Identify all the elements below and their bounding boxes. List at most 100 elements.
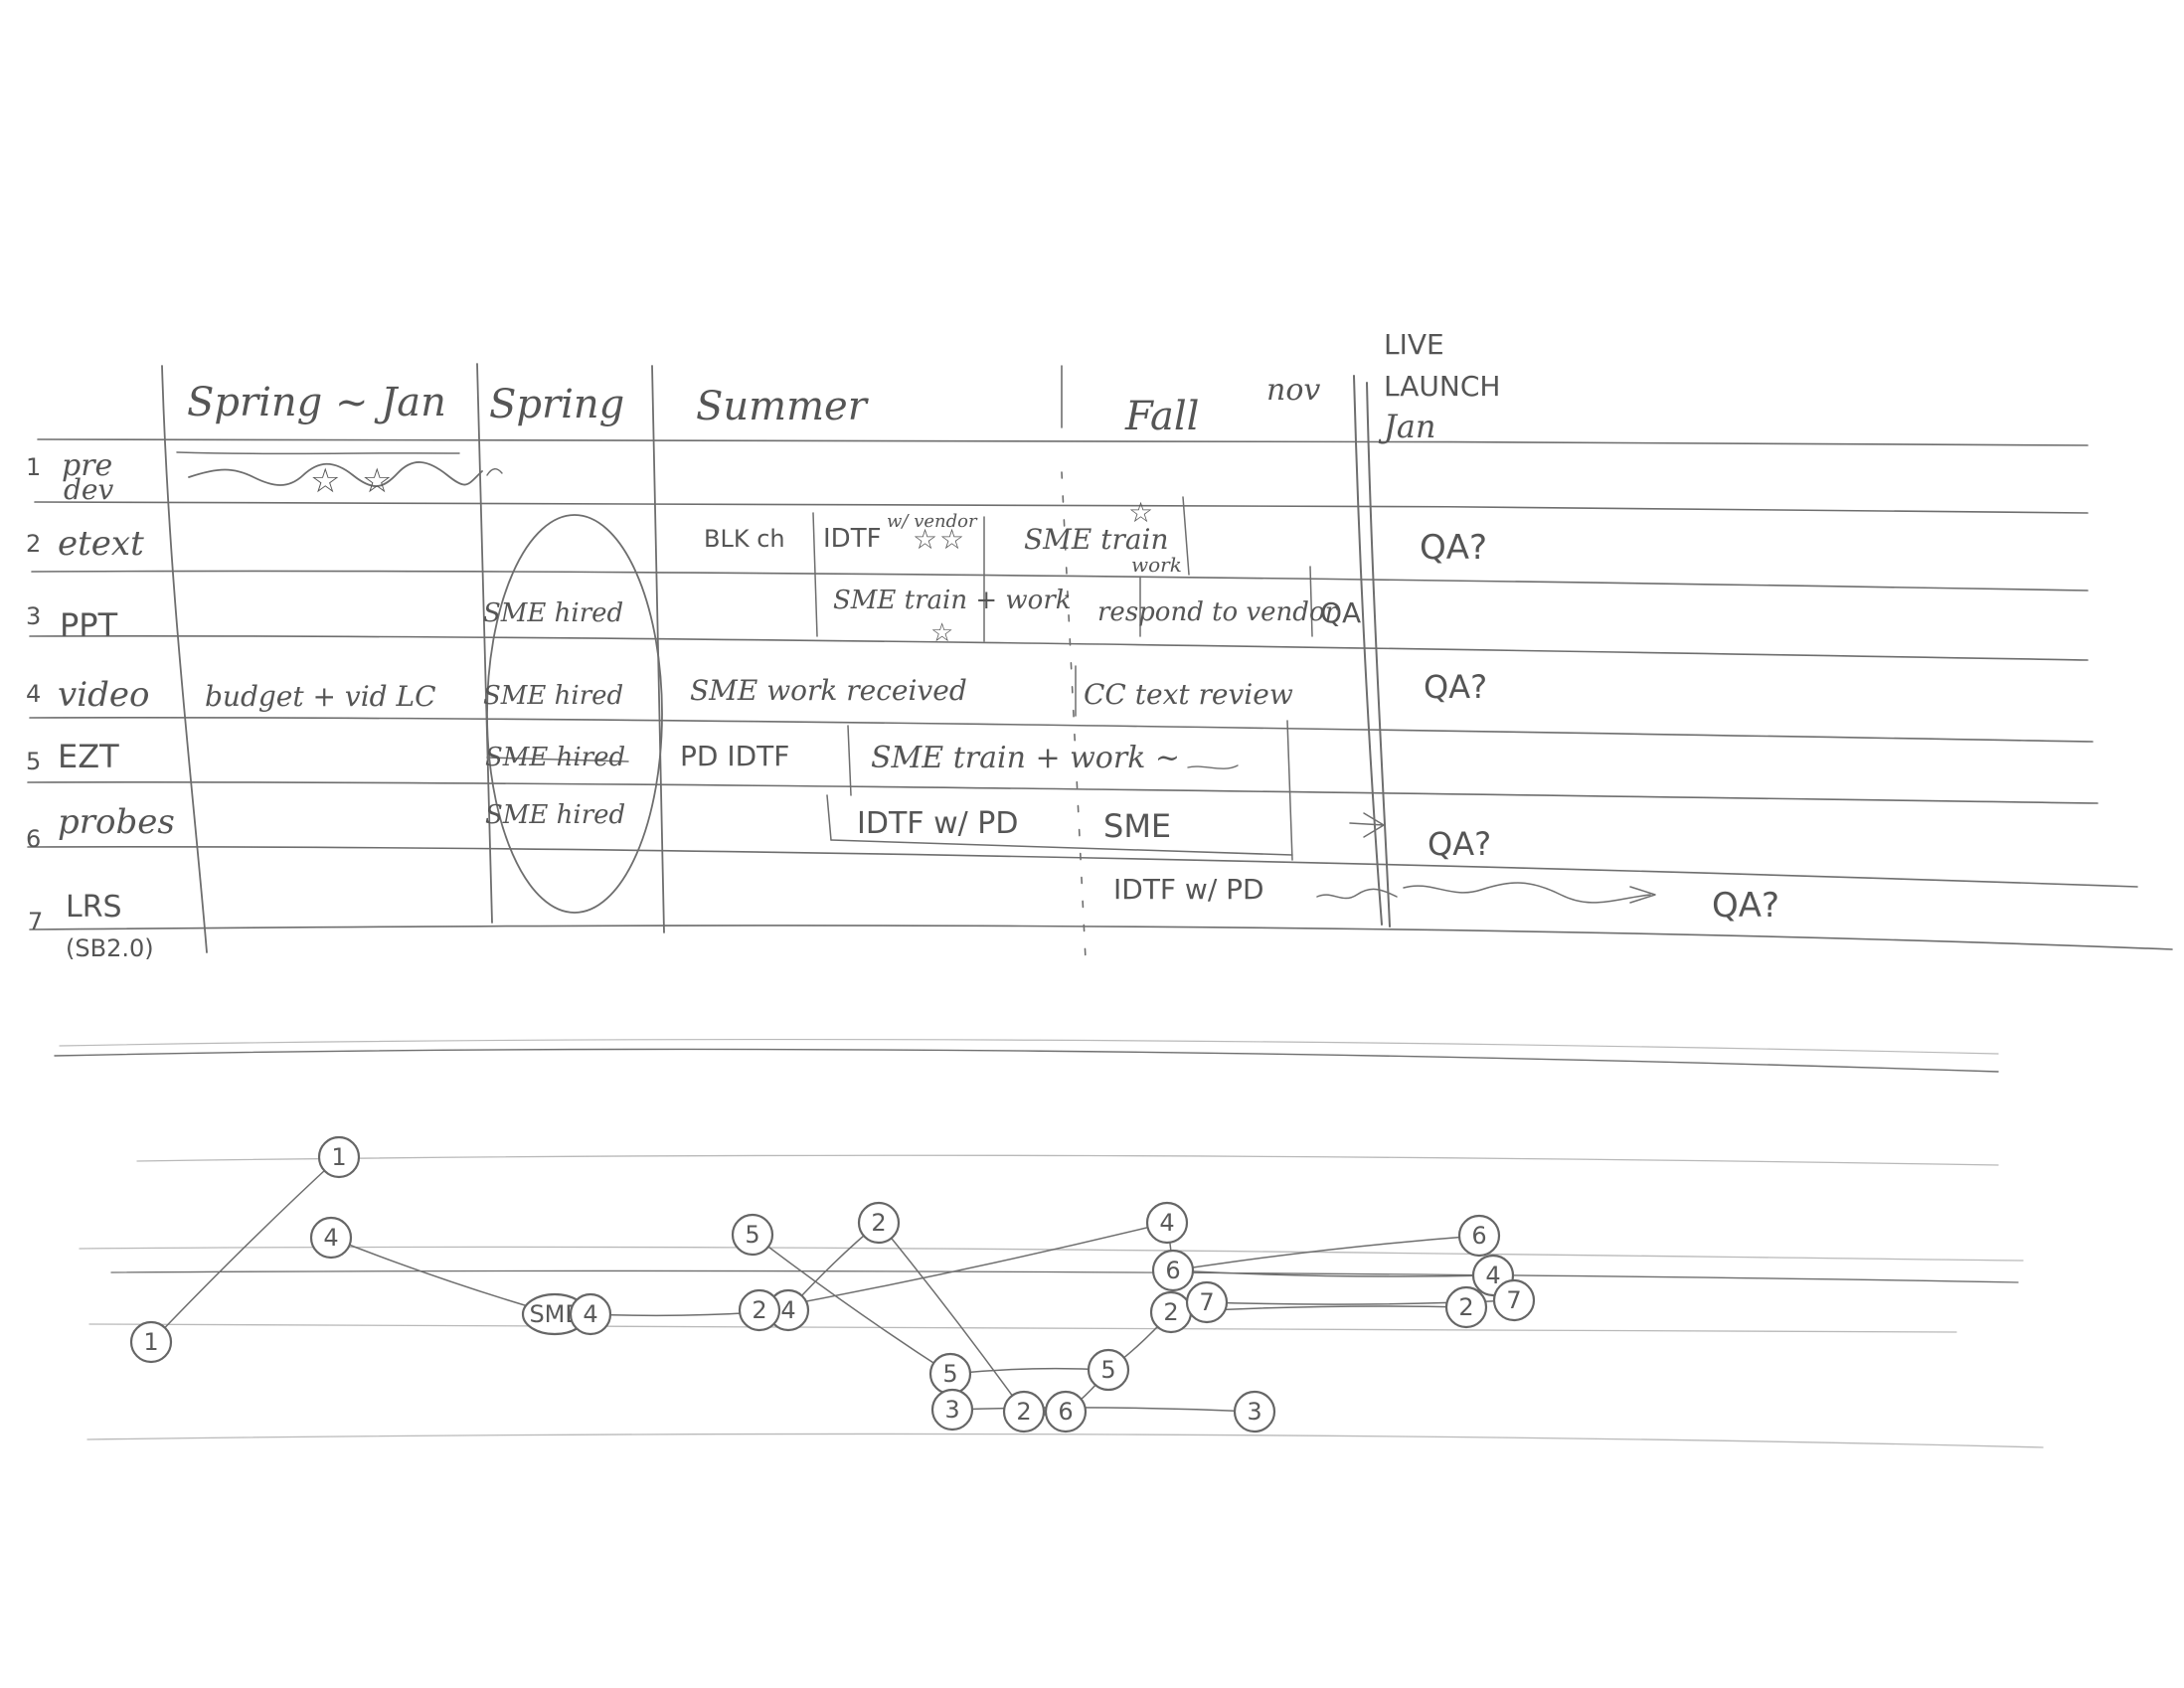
timeline-node: 4 bbox=[1145, 1201, 1189, 1245]
row-line-1 bbox=[34, 500, 2089, 514]
timeline-links bbox=[150, 1156, 1515, 1416]
timeline-node-label: 3 bbox=[944, 1396, 959, 1424]
timeline-node-circle bbox=[317, 1135, 361, 1179]
timeline-node: 7 bbox=[1185, 1280, 1229, 1324]
timeline-node-label: 7 bbox=[1199, 1288, 1214, 1316]
timeline-node: 5 bbox=[928, 1352, 972, 1396]
period-label-6: LAUNCH bbox=[1384, 370, 1500, 403]
timeline-node: 4 bbox=[766, 1288, 810, 1332]
cell-video-sme-work: SME work received bbox=[690, 674, 967, 707]
schedule-row-labels: 1 pre dev 2 etext 3 PPT 4 video 5 EZT 6 … bbox=[26, 448, 175, 962]
cell-etext-idtf: IDTF bbox=[823, 524, 882, 554]
box-line-j bbox=[830, 839, 1293, 856]
timeline-node-label: 6 bbox=[1165, 1257, 1180, 1284]
col-line-5 bbox=[1353, 375, 1383, 926]
cell-lrs-idtf-pd: IDTF w/ PD bbox=[1113, 873, 1264, 906]
col-line-1 bbox=[161, 365, 208, 953]
timeline-node: 3 bbox=[1233, 1390, 1276, 1434]
ezt-tilde bbox=[1187, 764, 1239, 769]
timeline-node-label: 1 bbox=[331, 1143, 346, 1171]
sme-hired-strike bbox=[486, 757, 629, 762]
timeline-node: 6 bbox=[1151, 1249, 1195, 1292]
timeline-node: 2 bbox=[1149, 1290, 1193, 1334]
cell-etext-blk: BLK ch bbox=[704, 525, 785, 553]
timeline-node-label: 4 bbox=[780, 1296, 795, 1324]
timeline-node: 3 bbox=[930, 1388, 974, 1432]
cell-probes-sme-hired: SME hired bbox=[485, 800, 625, 830]
star-icon-2: ☆ bbox=[362, 461, 392, 501]
lrs-arrow-head bbox=[1629, 886, 1656, 904]
star-icon-3: ☆ bbox=[913, 523, 937, 556]
cell-ppt-respond-vendor: respond to vendor bbox=[1097, 597, 1339, 627]
cell-etext-qa: QA? bbox=[1420, 528, 1487, 568]
box-line-h bbox=[1286, 720, 1293, 861]
schedule-header: Spring ~ Jan Spring Summer Fall nov LIVE… bbox=[187, 328, 1500, 445]
timeline-node: 5 bbox=[1087, 1348, 1130, 1392]
row-num-4: 4 bbox=[26, 680, 41, 708]
separator-line-2 bbox=[59, 1038, 1999, 1055]
timeline-node-circle bbox=[1185, 1280, 1229, 1324]
timeline-link bbox=[150, 1156, 340, 1343]
guide-line-3 bbox=[88, 1323, 1957, 1333]
timeline-node: 6 bbox=[1457, 1214, 1501, 1258]
timeline-node: 1 bbox=[317, 1135, 361, 1179]
period-label-4: nov bbox=[1266, 373, 1320, 408]
separator-line bbox=[54, 1048, 1999, 1073]
timeline-link bbox=[330, 1237, 556, 1315]
timeline-node-label: 7 bbox=[1506, 1286, 1521, 1314]
box-line-e bbox=[1309, 566, 1313, 637]
box-line-g bbox=[826, 794, 832, 841]
cell-video-qa: QA? bbox=[1424, 668, 1487, 706]
row-line-header bbox=[37, 437, 2089, 446]
pre-dev-strike bbox=[176, 451, 460, 455]
timeline-node-label: 4 bbox=[1485, 1262, 1500, 1289]
row-name-7b: (SB2.0) bbox=[66, 934, 154, 962]
row-name-2: etext bbox=[58, 524, 144, 564]
cell-etext-sme-train: SME train bbox=[1024, 523, 1169, 556]
timeline-node-circle bbox=[1457, 1214, 1501, 1258]
star-icon-4: ☆ bbox=[939, 523, 964, 556]
row-name-7: LRS bbox=[66, 890, 122, 925]
schedule-cells: BLK ch IDTF w/ vendor SME train work QA?… bbox=[205, 511, 1779, 926]
timeline-node-label: 4 bbox=[583, 1300, 597, 1328]
row-line-6 bbox=[27, 846, 2138, 888]
timeline-node-label: 4 bbox=[323, 1224, 338, 1252]
timeline-link bbox=[949, 1367, 1109, 1375]
box-line-c bbox=[1182, 496, 1190, 576]
timeline-link bbox=[752, 1234, 951, 1375]
row-num-7: 7 bbox=[28, 908, 43, 935]
row-name-3: PPT bbox=[60, 606, 118, 644]
timeline-node-circle bbox=[569, 1292, 612, 1336]
lrs-squiggle-b bbox=[1403, 882, 1651, 904]
period-label-1: Spring bbox=[489, 382, 624, 427]
guide-line-4 bbox=[86, 1433, 2044, 1448]
row-num-6: 6 bbox=[26, 825, 41, 853]
timeline-node-circle bbox=[1151, 1249, 1195, 1292]
timeline-node-circle bbox=[1002, 1390, 1046, 1434]
cell-video-sme-hired: SME hired bbox=[483, 681, 623, 711]
row-line-3 bbox=[29, 635, 2089, 661]
sme-hired-oval bbox=[486, 514, 663, 914]
timeline-node-label: 4 bbox=[1159, 1209, 1174, 1237]
lrs-squiggle-a bbox=[1316, 888, 1398, 900]
period-label-5: LIVE bbox=[1384, 328, 1444, 361]
timeline-node-label: 3 bbox=[1247, 1398, 1261, 1426]
timeline-node-label: 6 bbox=[1471, 1222, 1486, 1250]
cell-ppt-sme-hired: SME hired bbox=[483, 598, 623, 628]
period-label-2: Summer bbox=[696, 384, 870, 429]
timeline-link bbox=[1172, 1269, 1494, 1277]
cell-ezt-sme-train-work: SME train + work ~ bbox=[871, 741, 1180, 775]
guide-line-2 bbox=[79, 1246, 2024, 1262]
pre-dev-squiggle-tail bbox=[486, 468, 503, 476]
timeline-node-label: 2 bbox=[752, 1296, 766, 1324]
guide-line-5 bbox=[110, 1269, 2019, 1283]
timeline-node-circle bbox=[1087, 1348, 1130, 1392]
row-line-5 bbox=[27, 780, 2099, 804]
row-name-4: video bbox=[58, 675, 149, 715]
col-line-3 bbox=[651, 365, 665, 933]
timeline-node-circle bbox=[930, 1388, 974, 1432]
timeline-link bbox=[758, 1222, 1168, 1311]
